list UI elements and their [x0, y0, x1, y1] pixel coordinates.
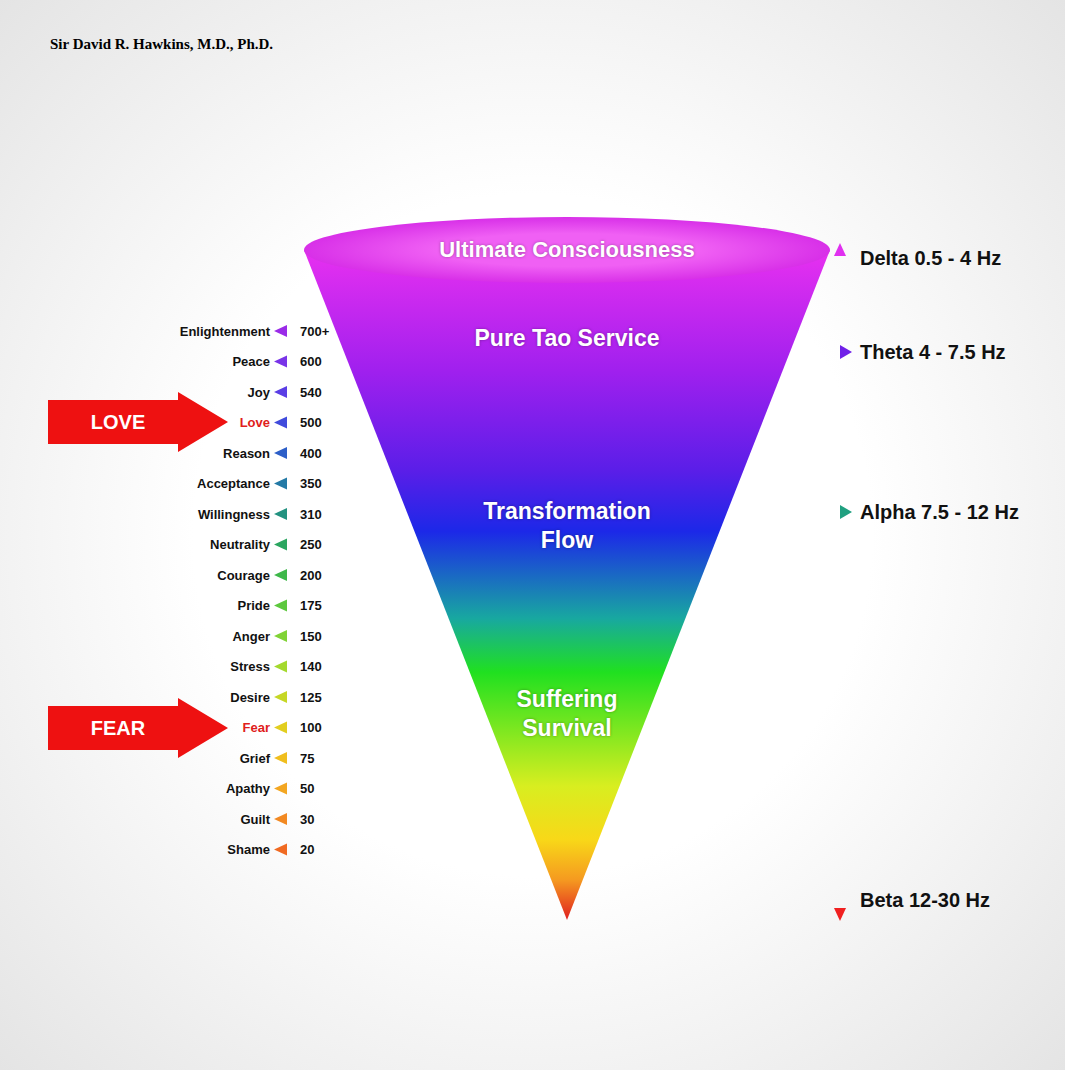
- level-value: 20: [300, 842, 314, 857]
- frequency-label: Alpha 7.5 - 12 Hz: [860, 501, 1019, 524]
- level-value: 540: [300, 385, 322, 400]
- arrow-body: [48, 698, 228, 758]
- consciousness-cone: Ultimate ConsciousnessPure Tao ServiceTr…: [304, 210, 830, 922]
- cone-band-label: Transformation Flow: [472, 497, 662, 555]
- level-value: 100: [300, 720, 322, 735]
- cone-shape: [304, 210, 830, 922]
- level-marker: [274, 508, 287, 520]
- level-name: Pride: [237, 598, 270, 613]
- level-marker: [274, 569, 287, 581]
- level-name: Anger: [232, 629, 270, 644]
- level-name: Shame: [227, 842, 270, 857]
- cone-body: [304, 250, 830, 920]
- level-marker: [274, 600, 287, 612]
- axis-marker: [840, 505, 852, 519]
- level-value: 700+: [300, 324, 329, 339]
- level-marker: [274, 783, 287, 795]
- level-markers: [274, 325, 287, 856]
- level-marker: [274, 417, 287, 429]
- level-name: Love: [240, 415, 270, 430]
- level-name: Neutrality: [210, 537, 270, 552]
- axis-arrowhead: [834, 908, 846, 921]
- axis-marker: [840, 345, 852, 359]
- level-marker: [274, 691, 287, 703]
- level-axis: [287, 258, 289, 910]
- pointer-arrow: LOVE: [48, 392, 228, 452]
- level-marker: [274, 447, 287, 459]
- level-value: 500: [300, 415, 322, 430]
- frequency-label: Delta 0.5 - 4 Hz: [860, 247, 1001, 270]
- frequency-label: Beta 12-30 Hz: [860, 889, 990, 912]
- level-marker: [274, 630, 287, 642]
- level-name: Reason: [223, 446, 270, 461]
- level-name: Grief: [240, 751, 270, 766]
- cone-top: [304, 217, 830, 283]
- level-name: Acceptance: [197, 476, 270, 491]
- level-value: 150: [300, 629, 322, 644]
- level-value: 200: [300, 568, 322, 583]
- level-name: Stress: [230, 659, 270, 674]
- level-name: Desire: [230, 690, 270, 705]
- level-value: 30: [300, 812, 314, 827]
- level-name: Apathy: [226, 781, 270, 796]
- axis-arrowhead: [834, 243, 846, 256]
- arrow-body: [48, 392, 228, 452]
- cone-title: Ultimate Consciousness: [439, 236, 695, 264]
- level-value: 50: [300, 781, 314, 796]
- level-marker: [274, 478, 287, 490]
- arrow-label: LOVE: [91, 411, 145, 434]
- level-marker: [274, 356, 287, 368]
- level-name: Joy: [248, 385, 270, 400]
- level-value: 75: [300, 751, 314, 766]
- level-name: Enlightenment: [180, 324, 270, 339]
- cone-band-label: Suffering Survival: [472, 685, 662, 743]
- level-name: Willingness: [198, 507, 270, 522]
- level-value: 175: [300, 598, 322, 613]
- arrow-label: FEAR: [91, 717, 145, 740]
- level-value: 400: [300, 446, 322, 461]
- level-marker: [274, 386, 287, 398]
- level-marker: [274, 813, 287, 825]
- level-marker: [274, 752, 287, 764]
- frequency-label: Theta 4 - 7.5 Hz: [860, 341, 1006, 364]
- level-value: 600: [300, 354, 322, 369]
- cone-band-label: Pure Tao Service: [472, 324, 662, 353]
- level-name: Fear: [243, 720, 270, 735]
- level-value: 125: [300, 690, 322, 705]
- level-value: 250: [300, 537, 322, 552]
- level-name: Peace: [232, 354, 270, 369]
- level-name: Courage: [217, 568, 270, 583]
- level-marker: [274, 844, 287, 856]
- level-value: 310: [300, 507, 322, 522]
- level-marker: [274, 325, 287, 337]
- level-value: 350: [300, 476, 322, 491]
- pointer-arrow: FEAR: [48, 698, 228, 758]
- level-name: Guilt: [240, 812, 270, 827]
- level-marker: [274, 661, 287, 673]
- title: Sir David R. Hawkins, M.D., Ph.D.: [50, 36, 273, 53]
- level-marker: [274, 722, 287, 734]
- level-marker: [274, 539, 287, 551]
- level-value: 140: [300, 659, 322, 674]
